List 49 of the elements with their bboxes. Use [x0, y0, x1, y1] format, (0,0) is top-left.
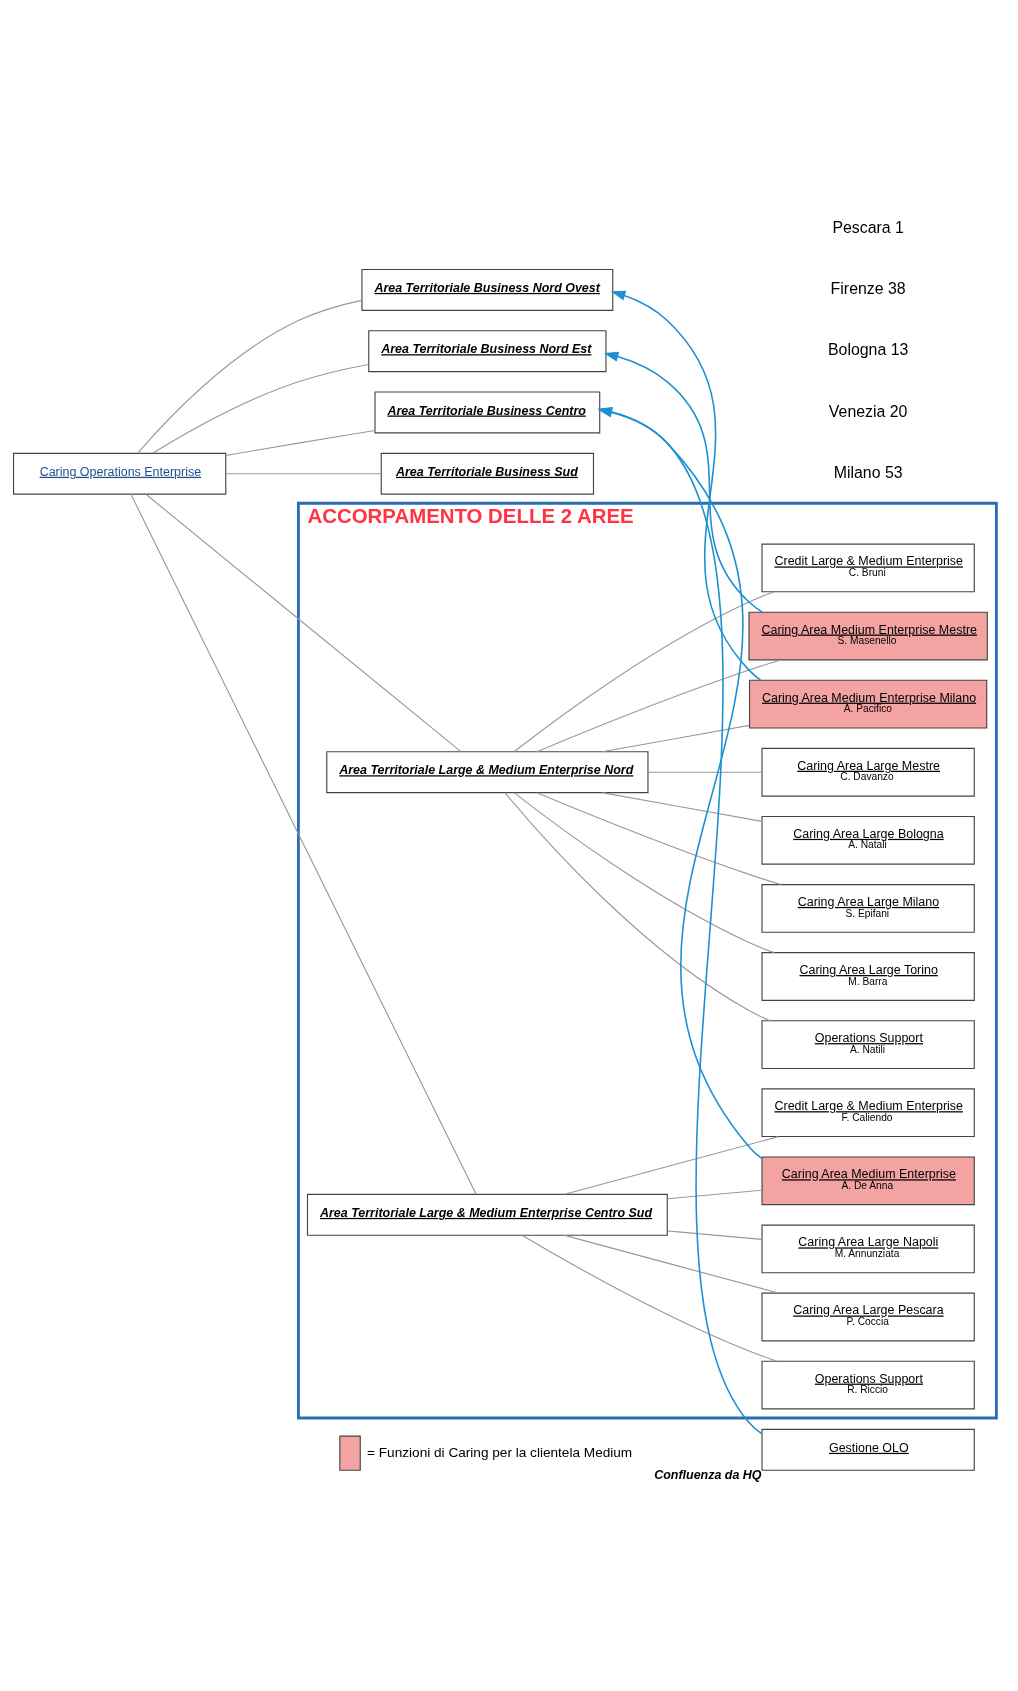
connector	[224, 429, 376, 456]
node-box: Credit Large & Medium Enterprise F. Caliendo	[760, 1087, 975, 1137]
connector	[535, 791, 781, 885]
node-label: Confluenza da HQ	[653, 1467, 762, 1482]
connector	[521, 1234, 778, 1362]
node-box: Area Territoriale Business Sud	[380, 452, 594, 495]
connector	[563, 1234, 779, 1294]
label: Milano 53	[833, 463, 903, 481]
connector	[601, 724, 750, 752]
node-box: Operations Support A. Natili	[760, 1019, 975, 1069]
node-box: Area Territoriale Business Nord Ovest	[360, 268, 613, 311]
node-box: Caring Area Large Napoli M. Annunziata	[760, 1224, 975, 1273]
connector	[601, 791, 762, 822]
connector	[513, 791, 775, 953]
connector	[666, 1189, 762, 1199]
node-box: Caring Area Medium Enterprise A. De Anna	[760, 1155, 975, 1205]
node-box: Caring Operations Enterprise	[12, 452, 226, 495]
node-box: Operations Support R. Riccio	[760, 1360, 975, 1409]
node-box: Caring Area Large Milano S. Epifani	[760, 883, 975, 933]
legend-label: = Funzioni di Caring per la clientela Medium	[366, 1444, 632, 1460]
connector	[136, 299, 362, 453]
label: Venezia 20	[828, 402, 907, 420]
connector	[129, 493, 477, 1195]
arrow	[603, 351, 763, 613]
label: Pescara 1	[831, 218, 904, 236]
label: Firenze 38	[830, 279, 906, 297]
connector	[504, 791, 771, 1021]
node-box: Caring Area Medium Enterprise Milano A. Pacifico	[748, 679, 987, 729]
connector	[647, 771, 762, 773]
connector	[513, 590, 775, 752]
label: Bologna 13	[827, 340, 908, 358]
node-box: Caring Area Medium Enterprise Mestre S. Masenello	[747, 611, 988, 660]
node-box: Area Territoriale Large & Medium Enterprise Nord	[325, 750, 649, 793]
connector	[144, 493, 461, 752]
connector	[151, 363, 369, 454]
node-box: Area Territoriale Business Nord Est	[367, 329, 607, 372]
node-box: Caring Area Large Bologna A. Natali	[760, 815, 975, 865]
node-box: Caring Area Large Torino M. Barra	[760, 951, 975, 1001]
node-box: Caring Area Large Mestre C. Davanzo	[760, 747, 975, 797]
connector	[666, 1229, 762, 1240]
node-box: Area Territoriale Business Centro	[373, 390, 600, 433]
arrow	[610, 290, 761, 681]
node-box: Credit Large & Medium Enterprise C. Bruni	[760, 543, 975, 592]
connector	[563, 1135, 779, 1195]
node-box: Area Territoriale Large & Medium Enterprise Centro Sud	[306, 1193, 668, 1236]
connector	[535, 658, 781, 752]
node-box: Gestione OLO	[760, 1428, 975, 1471]
connector	[224, 472, 382, 474]
node-box: Caring Area Large Pescara P. Coccia	[760, 1292, 975, 1341]
